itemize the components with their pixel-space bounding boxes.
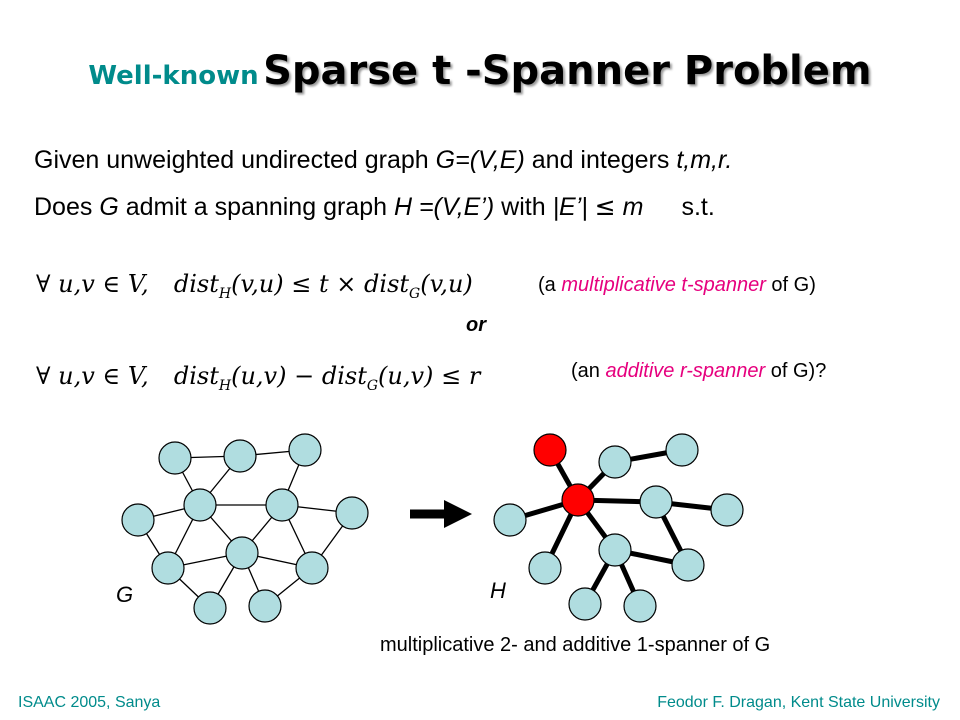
graph-G-label: G: [116, 582, 134, 607]
graph-G-vertex: [193, 591, 227, 625]
footer-conference: ISAAC 2005, Sanya: [18, 694, 161, 711]
graph-H-label: H: [490, 578, 506, 603]
graph-G-vertex: [183, 488, 217, 522]
arrow-head: [444, 500, 472, 528]
graph-H-nodes: [493, 433, 744, 623]
spanner-caption: multiplicative 2- and additive 1-spanner…: [380, 634, 771, 656]
problem-statement-line-1: Given unweighted undirected graph G=(V,E…: [34, 146, 733, 174]
graph-H-vertex: [493, 503, 527, 537]
graph-G-vertex: [158, 441, 192, 475]
graph-G-vertex: [225, 536, 259, 570]
graph-H-vertex: [623, 589, 657, 623]
additive-note: (an additive r-spanner of G)?: [571, 360, 827, 382]
graph-H-vertex: [528, 551, 562, 585]
graph-G-vertex: [335, 496, 369, 530]
graph-H-highlighted-vertex: [533, 433, 567, 467]
graph-H-highlighted-vertex: [561, 483, 595, 517]
graph-G-vertex: [265, 488, 299, 522]
graph-G-vertex: [223, 439, 257, 473]
arrow: [410, 500, 472, 528]
or-label: or: [466, 314, 486, 336]
graph-G-vertex: [295, 551, 329, 585]
graph-H-vertex: [710, 493, 744, 527]
title-prefix: Well-known: [88, 61, 259, 91]
title-main: Sparse t -Spanner Problem: [263, 48, 872, 94]
footer-author: Feodor F. Dragan, Kent State University: [657, 694, 940, 711]
slide-title: Well-known Sparse t -Spanner Problem: [0, 48, 960, 94]
graph-H-vertex: [639, 485, 673, 519]
graph-H-vertex: [598, 445, 632, 479]
graph-H-vertex: [665, 433, 699, 467]
graph-G-vertex: [288, 433, 322, 467]
graph-G-nodes: [121, 433, 369, 625]
graph-G-vertex: [151, 551, 185, 585]
graph-H-vertex: [598, 533, 632, 567]
graph-G-vertex: [248, 589, 282, 623]
multiplicative-condition-formula: ∀ u,v ∈ V, distH(v,u) ≤ t × distG(v,u): [36, 270, 473, 302]
problem-statement-line-2: Does G admit a spanning graph H =(V,E’) …: [34, 192, 715, 221]
graph-G-vertex: [121, 503, 155, 537]
additive-condition-formula: ∀ u,v ∈ V, distH(u,v) − distG(u,v) ≤ r: [36, 362, 481, 394]
graph-H-vertex: [568, 587, 602, 621]
multiplicative-note: (a multiplicative t-spanner of G): [538, 274, 816, 296]
graph-H-vertex: [671, 548, 705, 582]
